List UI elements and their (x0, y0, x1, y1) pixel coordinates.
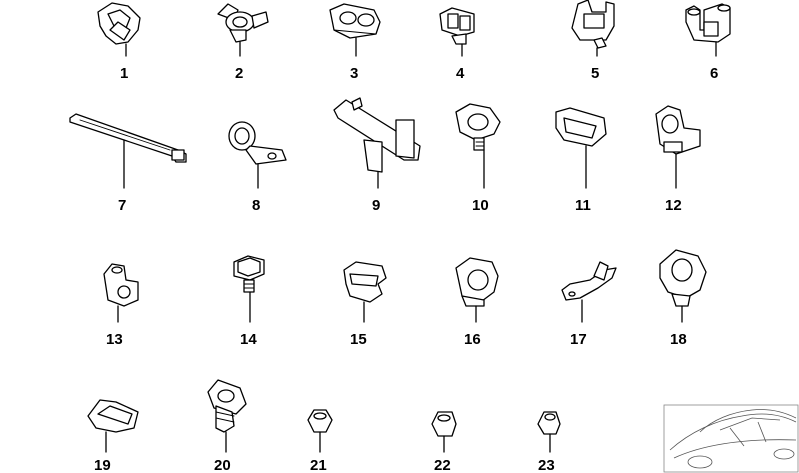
part-21-nut: 21 (307, 409, 333, 473)
part-7-cable-tie: 7 (69, 113, 187, 214)
part-23-nut: 23 (537, 411, 561, 473)
part-4-clip: 4 (439, 7, 475, 82)
part-label-19: 19 (94, 457, 111, 473)
part-3-double-clip: 3 (329, 3, 381, 82)
part-12-clip: 12 (655, 105, 701, 214)
part-5-holder: 5 (571, 0, 615, 82)
part-label-2: 2 (235, 65, 243, 82)
part-11-spring-clip: 11 (555, 107, 607, 214)
part-14-screw: 14 (233, 255, 265, 348)
part-label-16: 16 (464, 331, 481, 348)
part-15-clip: 15 (343, 261, 387, 348)
part-label-20: 20 (214, 457, 231, 473)
part-label-17: 17 (570, 331, 587, 348)
part-1-cable-clip: 1 (97, 2, 141, 82)
part-label-11: 11 (575, 197, 591, 214)
part-13-clip: 13 (103, 263, 139, 348)
part-label-23: 23 (538, 457, 555, 473)
part-19-clip: 19 (87, 399, 139, 473)
part-label-15: 15 (350, 331, 367, 348)
part-label-6: 6 (710, 65, 718, 82)
part-9-bracket: 9 (333, 97, 421, 214)
part-label-1: 1 (120, 65, 128, 82)
part-17-bracket: 17 (561, 261, 617, 348)
part-label-12: 12 (665, 197, 682, 214)
part-label-4: 4 (456, 65, 465, 82)
part-22-nut: 22 (431, 411, 457, 473)
part-label-21: 21 (310, 457, 327, 473)
part-label-3: 3 (350, 65, 358, 82)
part-8-p-clip: 8 (228, 121, 287, 214)
part-18-clip: 18 (659, 249, 707, 348)
part-20-screw-clip: 20 (207, 379, 247, 473)
part-10-clip-pin: 10 (455, 103, 501, 214)
part-label-14: 14 (240, 331, 257, 348)
part-label-5: 5 (591, 65, 599, 82)
part-label-22: 22 (434, 457, 451, 473)
part-label-13: 13 (106, 331, 123, 348)
part-label-9: 9 (372, 197, 380, 214)
part-6-double-holder: 6 (685, 3, 731, 82)
part-label-10: 10 (472, 197, 489, 214)
part-label-7: 7 (118, 197, 126, 214)
vehicle-thumbnail (663, 404, 799, 473)
part-2-clip: 2 (217, 3, 269, 82)
part-label-18: 18 (670, 331, 687, 348)
part-label-8: 8 (252, 197, 260, 214)
part-16-clip: 16 (455, 257, 499, 348)
